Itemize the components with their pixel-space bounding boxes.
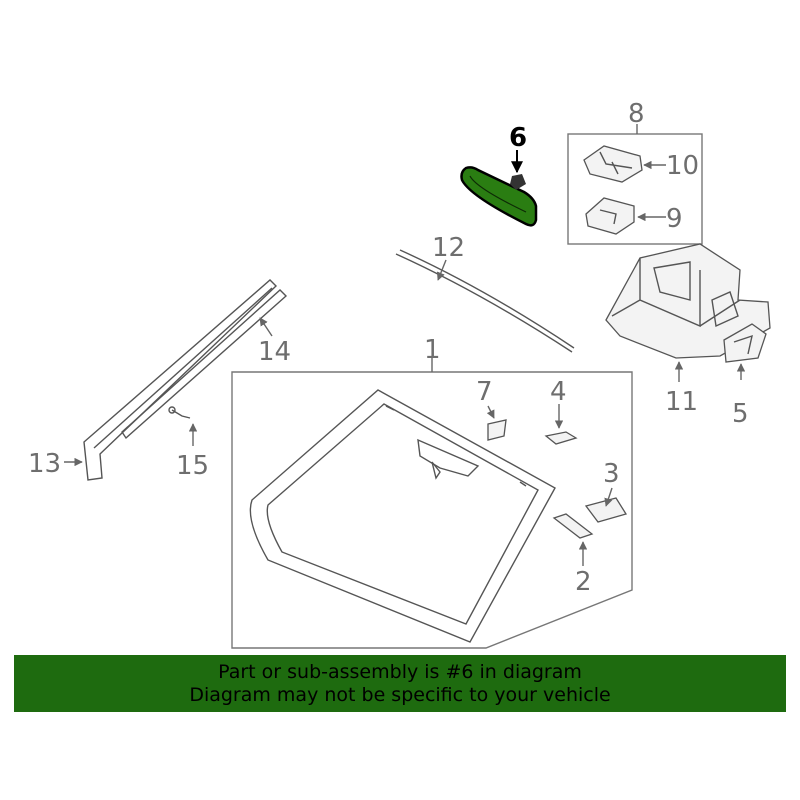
part-4-pad [544, 431, 578, 445]
part-5-cover [723, 323, 767, 363]
callout-3: 3 [603, 459, 620, 489]
callout-10: 10 [666, 151, 699, 181]
callout-8: 8 [628, 99, 645, 129]
part-3-bracket [584, 497, 628, 523]
callout-14: 14 [258, 337, 291, 367]
callout-2: 2 [575, 567, 592, 597]
part-10-mount [583, 145, 643, 183]
part-9-mount [585, 197, 635, 235]
callout-11: 11 [665, 387, 698, 417]
callout-4: 4 [550, 377, 567, 407]
part-14-pillar-molding [121, 289, 288, 440]
part-12-molding-strip [395, 249, 575, 353]
part-7-sensor-cover [487, 419, 507, 441]
mount-group-box [567, 133, 703, 245]
windshield-glass [249, 389, 556, 643]
part-15-clip [168, 406, 191, 419]
callout-5: 5 [732, 399, 749, 429]
callout-6: 6 [509, 123, 527, 153]
part-11-overhead-console [605, 243, 771, 359]
callout-1: 1 [424, 335, 441, 365]
part-2-bracket [552, 513, 594, 539]
banner-line-2: Diagram may not be specific to your vehi… [189, 683, 611, 706]
callout-9: 9 [666, 204, 683, 234]
callout-7: 7 [476, 377, 493, 407]
callout-13: 13 [28, 449, 61, 479]
windshield-group-box [231, 371, 633, 649]
banner-line-1: Part or sub-assembly is #6 in diagram [218, 660, 582, 683]
part-13-pillar-trim [83, 279, 278, 481]
notice-banner: Part or sub-assembly is #6 in diagram Di… [14, 655, 786, 712]
mirror-highlight [460, 166, 538, 227]
callout-15: 15 [176, 451, 209, 481]
callout-12: 12 [432, 233, 465, 263]
part-6-rearview-mirror [460, 166, 538, 227]
